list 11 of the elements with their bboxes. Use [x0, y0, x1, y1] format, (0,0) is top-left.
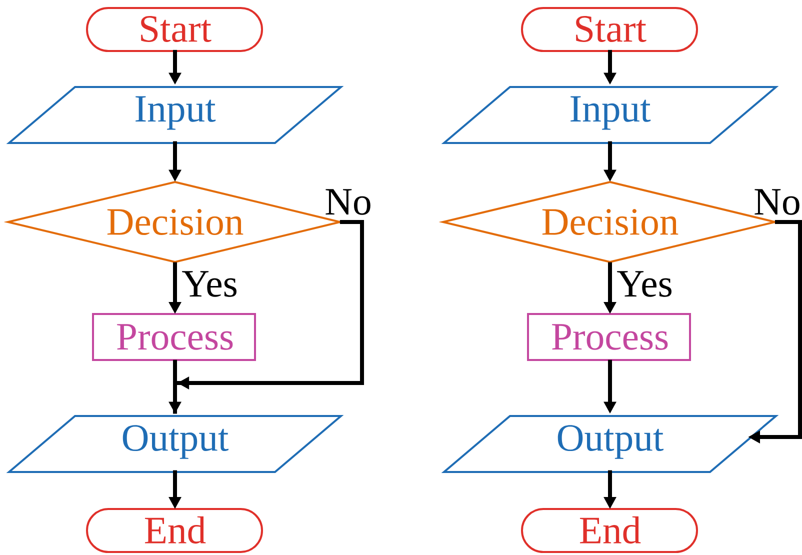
process-box: Process	[92, 313, 256, 361]
edge-label: No	[754, 189, 800, 215]
process-box: Process	[527, 313, 691, 361]
terminal-box: End	[86, 508, 263, 553]
terminal-box: End	[521, 508, 698, 553]
edge-label: No	[326, 189, 370, 215]
terminal-box: Start	[86, 7, 263, 52]
edge-label: Yes	[182, 271, 236, 297]
terminal-box: Start	[521, 7, 698, 52]
arrow	[173, 220, 364, 414]
edge-label: Yes	[617, 271, 672, 297]
